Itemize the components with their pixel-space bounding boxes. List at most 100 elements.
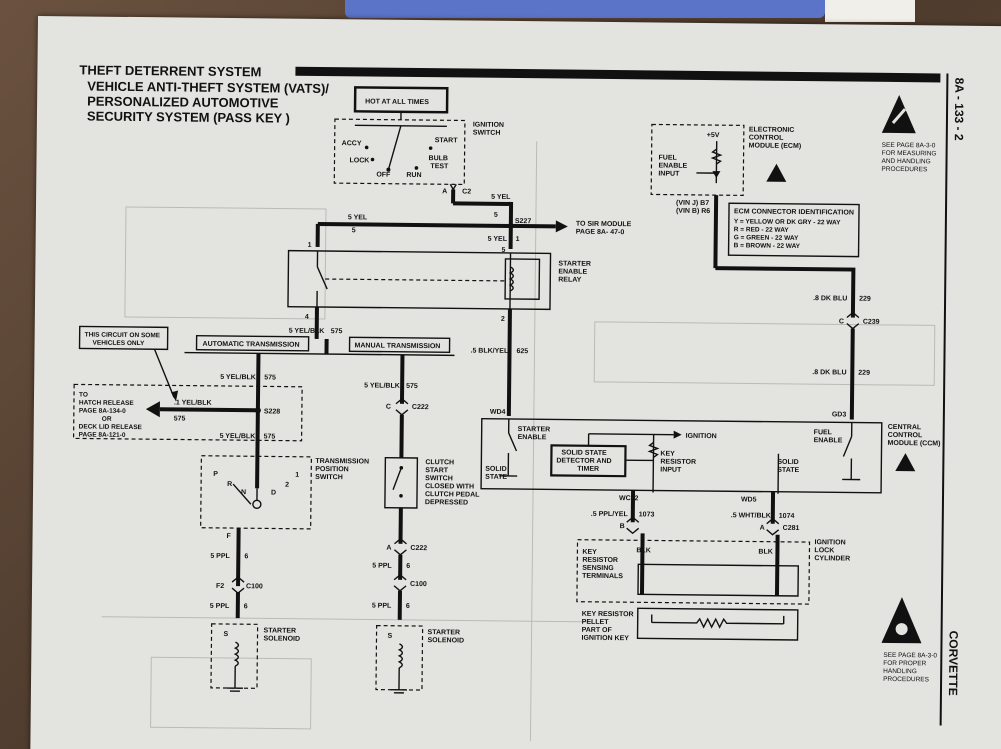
svg-text:SOLID: SOLID bbox=[485, 466, 506, 473]
subtitle-line-2: PERSONALIZED AUTOMOTIVE bbox=[87, 94, 279, 111]
svg-text:HOT AT ALL TIMES: HOT AT ALL TIMES bbox=[365, 98, 429, 106]
starter-enable-relay: 1 5 STARTER ENABLE RELAY 4 2 5 YEL/BLK 5… bbox=[287, 242, 591, 416]
svg-text:.8 DK BLU: .8 DK BLU bbox=[813, 295, 847, 302]
svg-text:5 YEL/BLK: 5 YEL/BLK bbox=[364, 382, 400, 389]
svg-text:575: 575 bbox=[331, 328, 343, 335]
svg-text:CLOSED WITH: CLOSED WITH bbox=[425, 483, 474, 491]
bleed-through-lines bbox=[101, 141, 936, 742]
svg-text:SWITCH: SWITCH bbox=[315, 474, 343, 481]
svg-text:(VIN J) B7: (VIN J) B7 bbox=[676, 200, 709, 207]
svg-text:SEE PAGE 8A-3-0: SEE PAGE 8A-3-0 bbox=[883, 652, 937, 660]
svg-text:1: 1 bbox=[308, 242, 312, 249]
svg-text:KEY RESISTOR: KEY RESISTOR bbox=[582, 611, 634, 619]
svg-text:MODULE (ECM): MODULE (ECM) bbox=[749, 142, 802, 150]
svg-text:CENTRAL: CENTRAL bbox=[888, 424, 922, 431]
svg-text:C100: C100 bbox=[246, 583, 263, 590]
svg-text:Y = YELLOW OR DK GRY - 22 WA: Y = YELLOW OR DK GRY - 22 WAY bbox=[734, 218, 841, 226]
svg-text:229: 229 bbox=[858, 370, 870, 377]
svg-text:ENABLE: ENABLE bbox=[814, 437, 843, 444]
svg-text:TERMINALS: TERMINALS bbox=[582, 573, 623, 580]
svg-text:.5 BLK/YEL: .5 BLK/YEL bbox=[470, 348, 509, 355]
svg-text:CLUTCH: CLUTCH bbox=[425, 459, 454, 466]
svg-text:RUN: RUN bbox=[406, 172, 421, 179]
wiring-diagram: THEFT DETERRENT SYSTEM VEHICLE ANTI-THEF… bbox=[72, 62, 966, 742]
svg-text:D: D bbox=[271, 489, 276, 496]
svg-text:1: 1 bbox=[516, 236, 520, 243]
svg-text:N: N bbox=[241, 489, 246, 496]
svg-text:5 YEL: 5 YEL bbox=[488, 236, 508, 243]
svg-text:CONTROL: CONTROL bbox=[888, 432, 923, 439]
svg-text:AUTOMATIC TRANSMISSION: AUTOMATIC TRANSMISSION bbox=[203, 341, 300, 349]
ccm-box bbox=[480, 417, 883, 494]
svg-text:HATCH RELEASE: HATCH RELEASE bbox=[79, 399, 135, 407]
svg-text:GD3: GD3 bbox=[832, 411, 847, 418]
svg-text:FOR MEASURING: FOR MEASURING bbox=[882, 150, 937, 158]
svg-text:ENABLE: ENABLE bbox=[558, 268, 587, 275]
svg-text:5 YEL/BLK: 5 YEL/BLK bbox=[220, 374, 256, 381]
svg-text:SWITCH: SWITCH bbox=[425, 475, 453, 482]
ignition-switch-box bbox=[333, 118, 466, 186]
svg-text:2: 2 bbox=[501, 316, 505, 323]
svg-text:C: C bbox=[386, 404, 391, 411]
esd-warning-icon bbox=[766, 163, 787, 182]
svg-text:KEY: KEY bbox=[582, 549, 597, 556]
svg-text:G = GREEN -: G = GREEN - 22 WAY bbox=[734, 234, 799, 242]
svg-text:.1 YEL/BLK: .1 YEL/BLK bbox=[174, 399, 212, 406]
svg-text:SENSING: SENSING bbox=[582, 565, 614, 572]
starter-solenoid-auto bbox=[210, 623, 259, 689]
blue-object-top bbox=[345, 0, 825, 18]
svg-text:5 PPL: 5 PPL bbox=[372, 603, 392, 610]
svg-text:FOR PROPER: FOR PROPER bbox=[883, 660, 926, 667]
svg-text:IGNITION KEY: IGNITION KEY bbox=[581, 635, 629, 642]
svg-text:5 PPL: 5 PPL bbox=[210, 603, 230, 610]
svg-text:PART OF: PART OF bbox=[582, 627, 613, 634]
svg-text:IGNITION: IGNITION bbox=[814, 539, 845, 546]
svg-text:5 YEL: 5 YEL bbox=[348, 214, 368, 221]
svg-text:PAGE 8A-134-0: PAGE 8A-134-0 bbox=[79, 407, 126, 414]
svg-text:.5 PPL/YEL: .5 PPL/YEL bbox=[591, 511, 629, 518]
svg-text:VEHICLES ONLY: VEHICLES ONLY bbox=[93, 340, 146, 348]
svg-text:575: 575 bbox=[406, 383, 418, 390]
svg-text:TEST: TEST bbox=[430, 163, 449, 170]
esd-warning-icon bbox=[895, 453, 916, 472]
svg-text:WD4: WD4 bbox=[490, 409, 506, 416]
esd-warning-icon bbox=[881, 597, 922, 644]
svg-text:LOCK: LOCK bbox=[349, 157, 369, 164]
svg-text:ACCY: ACCY bbox=[342, 140, 362, 147]
svg-text:IGNITION: IGNITION bbox=[686, 433, 717, 440]
svg-text:1073: 1073 bbox=[639, 511, 655, 518]
svg-text:B = BROWN - 2: B = BROWN - 22 WAY bbox=[734, 242, 801, 250]
svg-text:.8 DK BLU: .8 DK BLU bbox=[812, 369, 846, 376]
svg-text:FUEL: FUEL bbox=[814, 429, 833, 436]
svg-text:C2: C2 bbox=[462, 188, 471, 195]
svg-text:5 YEL/BLK: 5 YEL/BLK bbox=[220, 433, 256, 440]
svg-text:C222: C222 bbox=[412, 404, 429, 411]
ecm-box bbox=[650, 123, 745, 197]
arrow-right-icon bbox=[555, 220, 568, 233]
automatic-transmission-label bbox=[195, 334, 310, 352]
svg-text:R = RED: R = RED - 22 WAY bbox=[734, 226, 790, 234]
svg-text:CYLINDER: CYLINDER bbox=[814, 555, 850, 562]
svg-text:STATE: STATE bbox=[777, 467, 799, 474]
svg-text:2: 2 bbox=[285, 482, 289, 489]
svg-text:PELLET: PELLET bbox=[582, 619, 610, 626]
svg-text:5 PPL: 5 PPL bbox=[210, 553, 230, 560]
svg-text:CLUTCH PEDAL: CLUTCH PEDAL bbox=[425, 491, 480, 499]
page-title: THEFT DETERRENT SYSTEM bbox=[79, 62, 261, 79]
svg-text:PAGE 8A-121-0: PAGE 8A-121-0 bbox=[79, 431, 126, 438]
svg-text:STATE: STATE bbox=[485, 474, 507, 481]
arrow-left-icon bbox=[145, 401, 160, 418]
esd-warning-bottom: SEE PAGE 8A-3-0 FOR PROPER HANDLING PROC… bbox=[881, 597, 937, 683]
hatch-release-box bbox=[72, 383, 303, 442]
svg-text:RESISTOR: RESISTOR bbox=[660, 459, 696, 466]
svg-text:575: 575 bbox=[264, 433, 276, 440]
svg-text:4: 4 bbox=[305, 314, 309, 321]
svg-text:WC12: WC12 bbox=[619, 495, 639, 502]
svg-text:SOLENOID: SOLENOID bbox=[427, 637, 464, 644]
svg-text:1: 1 bbox=[295, 472, 299, 479]
svg-text:STARTER: STARTER bbox=[264, 627, 297, 634]
svg-text:5: 5 bbox=[502, 247, 506, 254]
svg-text:THIS CIRCUIT ON SOME: THIS CIRCUIT ON SOME bbox=[85, 332, 161, 340]
svg-text:SEE PAGE 8A-3-0: SEE PAGE 8A-3-0 bbox=[882, 142, 936, 150]
svg-text:IGNITION: IGNITION bbox=[473, 122, 504, 129]
